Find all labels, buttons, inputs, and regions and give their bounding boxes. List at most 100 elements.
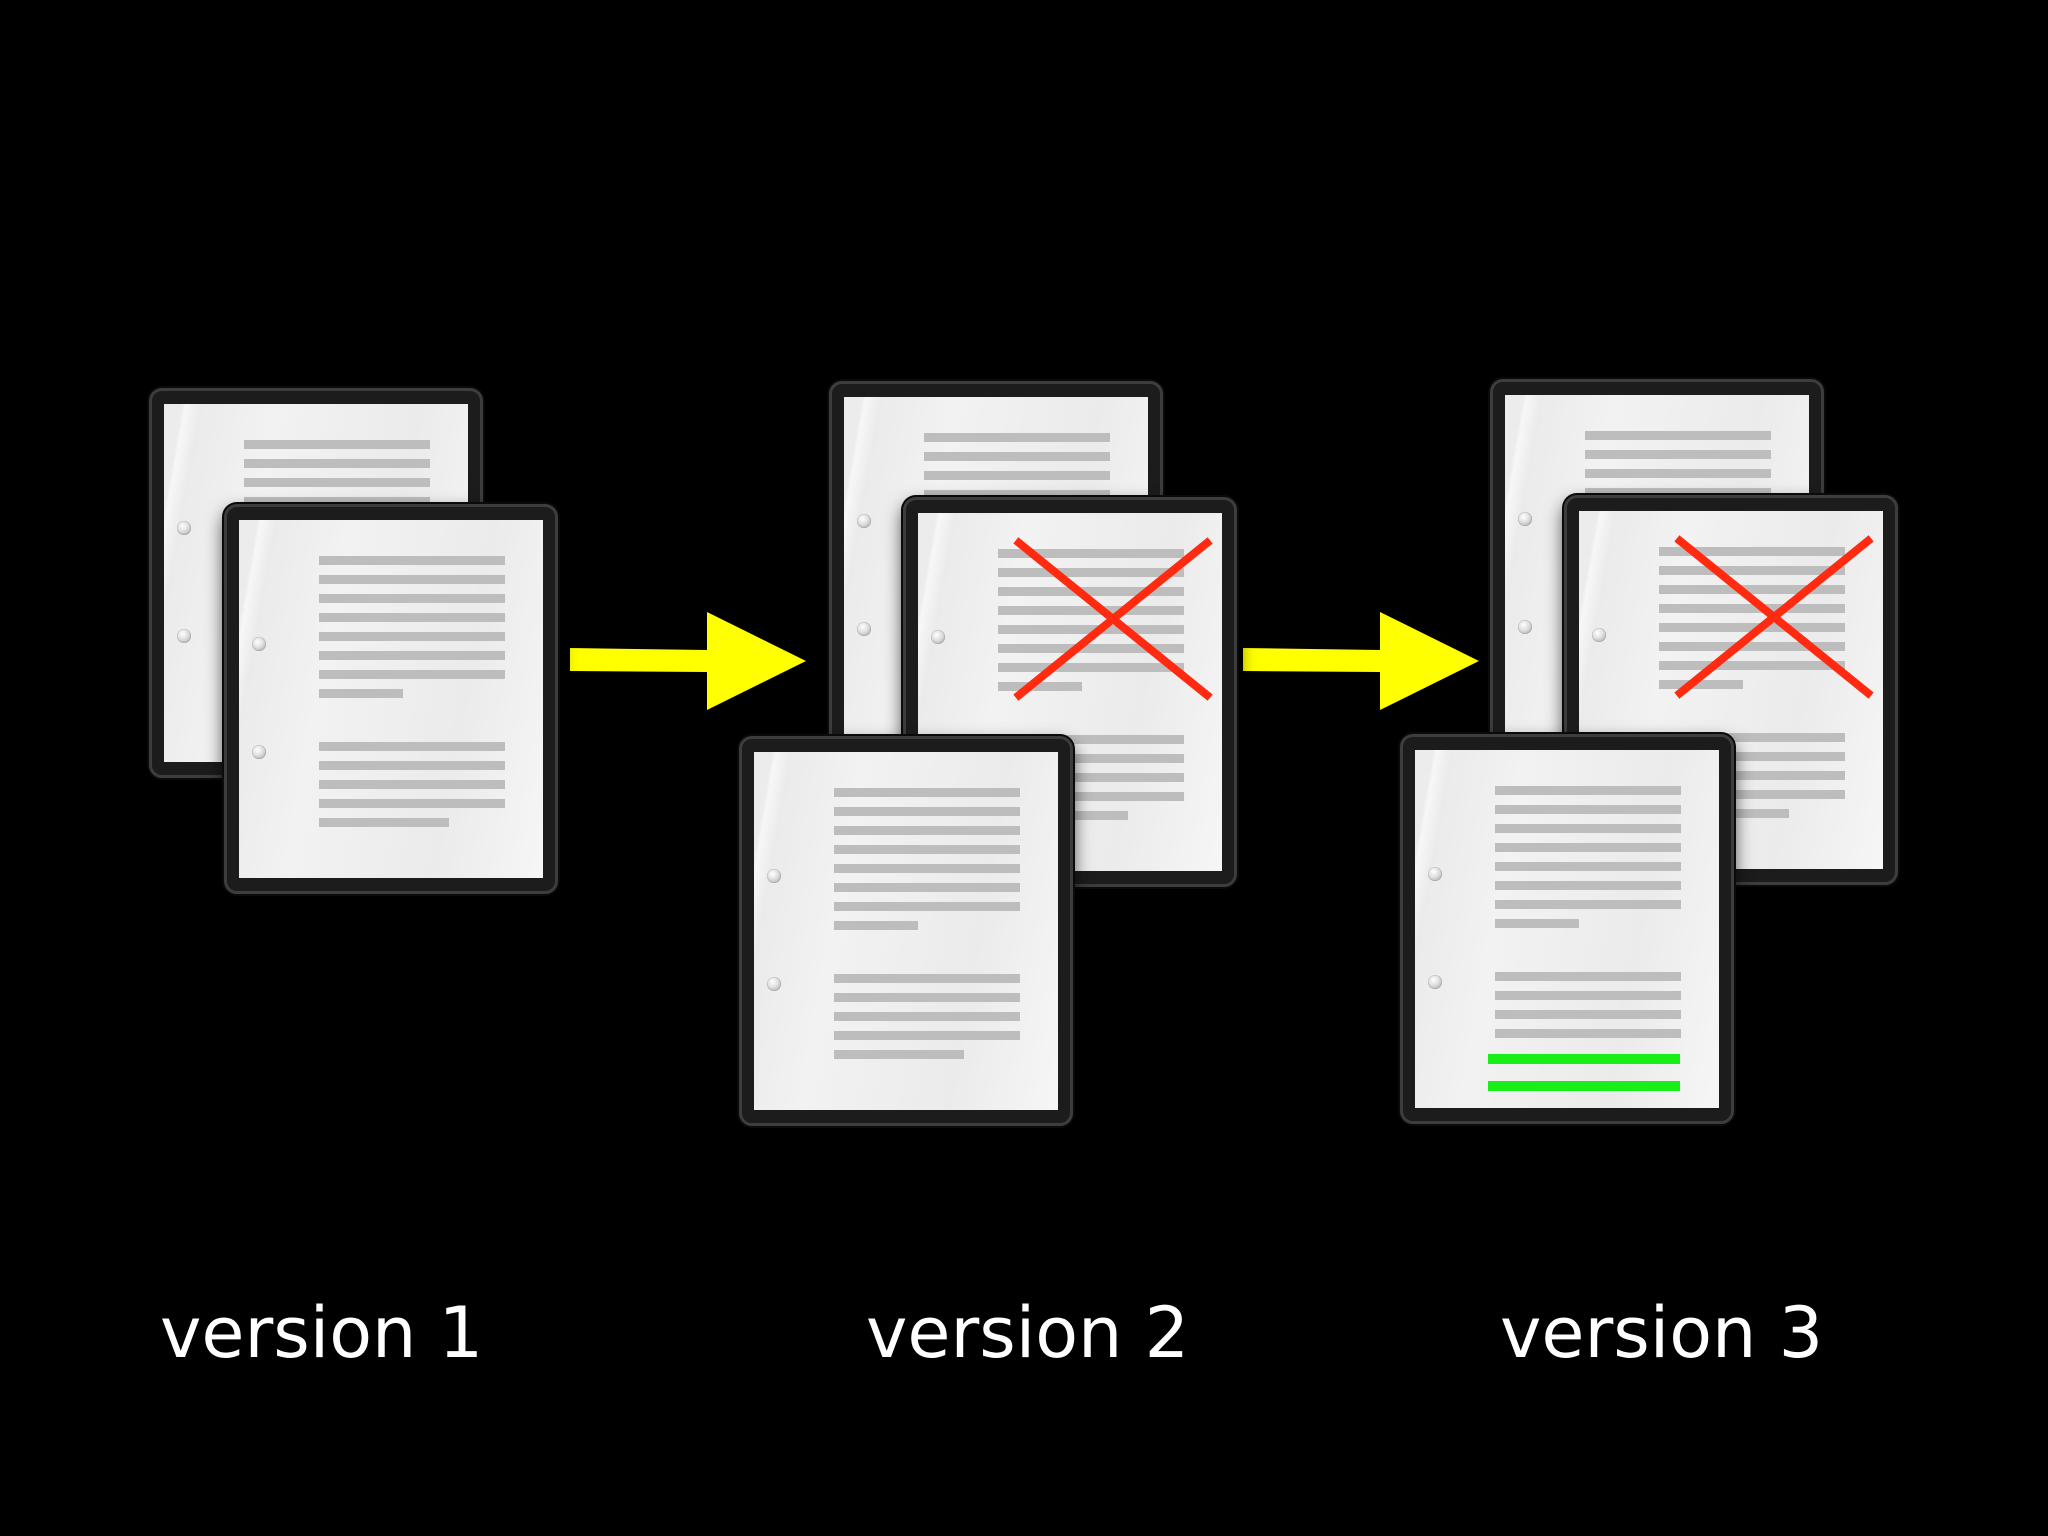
text-line — [1659, 623, 1845, 632]
punch-hole — [1428, 975, 1442, 989]
text-line — [834, 1031, 1020, 1040]
text-line — [244, 459, 430, 468]
text-line — [319, 799, 505, 808]
punch-hole — [252, 745, 266, 759]
text-line — [319, 780, 505, 789]
text-line — [1659, 585, 1845, 594]
text-line — [834, 826, 1020, 835]
punch-hole — [1518, 512, 1532, 526]
text-line — [834, 1012, 1020, 1021]
text-line — [924, 471, 1110, 480]
punch-hole — [1428, 867, 1442, 881]
text-line — [834, 921, 918, 930]
text-line — [1659, 752, 1845, 761]
text-line — [244, 440, 430, 449]
punch-hole — [767, 977, 781, 991]
text-line — [998, 644, 1184, 653]
version-3-label: version 3 — [1500, 1292, 1824, 1374]
text-line — [834, 807, 1020, 816]
text-line — [319, 761, 505, 770]
text-line — [1659, 566, 1845, 575]
text-line — [1585, 469, 1771, 478]
text-line — [1659, 790, 1845, 799]
text-line — [1495, 862, 1681, 871]
text-line — [1495, 919, 1579, 928]
text-line — [998, 568, 1184, 577]
text-line — [834, 902, 1020, 911]
added-line-green — [1488, 1054, 1680, 1064]
text-line — [244, 497, 430, 506]
version-3-new-page — [1400, 734, 1734, 1124]
version-1-front-page — [224, 504, 558, 894]
text-line — [998, 625, 1184, 634]
text-line — [1495, 843, 1681, 852]
text-line — [1659, 604, 1845, 613]
text-line — [1495, 1029, 1681, 1038]
text-line — [998, 682, 1082, 691]
text-line — [1659, 547, 1845, 556]
punch-hole — [1518, 620, 1532, 634]
text-line — [924, 433, 1110, 442]
punch-hole — [857, 514, 871, 528]
red-x-icon — [1669, 533, 1879, 703]
punch-hole — [767, 869, 781, 883]
text-line — [834, 974, 1020, 983]
text-line — [1495, 972, 1681, 981]
text-line — [1585, 431, 1771, 440]
text-line — [834, 993, 1020, 1002]
text-line — [924, 452, 1110, 461]
arrow-right-icon — [570, 612, 806, 710]
text-line — [1495, 824, 1681, 833]
text-line — [319, 742, 505, 751]
text-line — [834, 883, 1020, 892]
page-paper — [1415, 750, 1719, 1108]
text-line — [1585, 488, 1771, 497]
text-line — [998, 754, 1184, 763]
text-line — [1495, 991, 1681, 1000]
text-line — [319, 651, 505, 660]
punch-hole — [1592, 628, 1606, 642]
punch-hole — [931, 630, 945, 644]
text-line — [1495, 1010, 1681, 1019]
text-line — [244, 478, 430, 487]
text-line — [834, 864, 1020, 873]
text-line — [319, 689, 403, 698]
text-line — [319, 632, 505, 641]
text-line — [1495, 786, 1681, 795]
text-line — [834, 788, 1020, 797]
text-line — [998, 587, 1184, 596]
text-line — [998, 663, 1184, 672]
text-line — [1585, 450, 1771, 459]
text-line — [319, 594, 505, 603]
text-line — [319, 556, 505, 565]
text-line — [834, 845, 1020, 854]
punch-hole — [857, 622, 871, 636]
punch-hole — [177, 521, 191, 535]
text-line — [924, 490, 1110, 499]
text-line — [1495, 805, 1681, 814]
red-x-icon — [1008, 535, 1218, 705]
arrow-right-icon — [1243, 612, 1479, 710]
version-2-label: version 2 — [866, 1292, 1190, 1374]
text-line — [998, 606, 1184, 615]
text-line — [319, 670, 505, 679]
punch-hole — [177, 629, 191, 643]
page-paper — [754, 752, 1058, 1110]
text-line — [319, 818, 449, 827]
text-line — [1659, 642, 1845, 651]
text-line — [319, 575, 505, 584]
added-line-green — [1488, 1081, 1680, 1091]
page-paper — [239, 520, 543, 878]
text-line — [834, 1050, 964, 1059]
text-line — [998, 773, 1184, 782]
punch-hole — [252, 637, 266, 651]
text-line — [998, 549, 1184, 558]
version-1-label: version 1 — [160, 1292, 484, 1374]
text-line — [1659, 733, 1845, 742]
text-line — [1659, 771, 1845, 780]
version-2-new-page — [739, 736, 1073, 1126]
text-line — [319, 613, 505, 622]
text-line — [998, 792, 1184, 801]
